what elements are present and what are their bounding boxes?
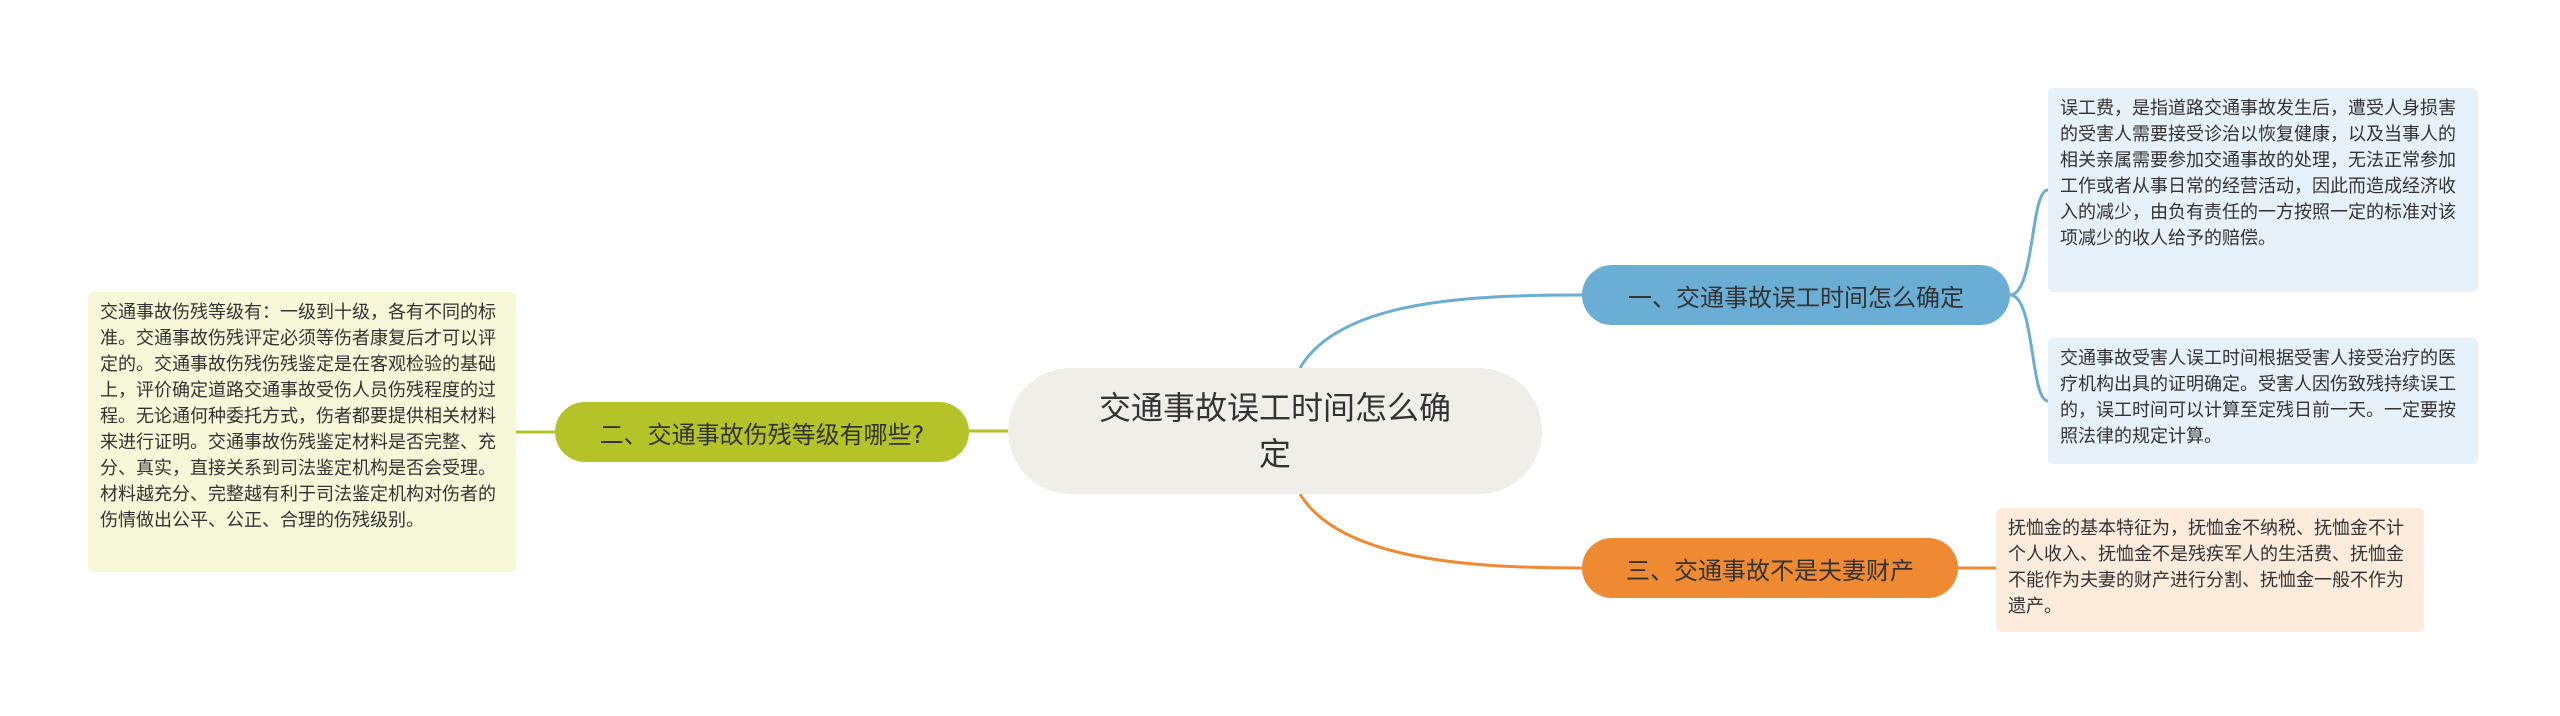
branch-topic-1-label: 一、交通事故误工时间怎么确定 <box>1628 283 1964 312</box>
link-branch1-note2 <box>2009 293 2049 403</box>
branch-topic-3-label: 三、交通事故不是夫妻财产 <box>1626 556 1914 585</box>
link-branch1-note1 <box>2009 188 2049 297</box>
branch-topic-2-label: 二、交通事故伤残等级有哪些? <box>599 420 925 449</box>
branch-topic-3[interactable]: 三、交通事故不是夫妻财产 <box>1582 538 1958 598</box>
link-root-branch1 <box>1298 293 1583 369</box>
note-text: 交通事故伤残等级有：一级到十级，各有不同的标准。交通事故伤残评定必须等伤者康复后… <box>100 302 496 531</box>
note-text: 误工费，是指道路交通事故发生后，遭受人身损害的受害人需要接受诊治以恢复健康，以及… <box>2060 98 2456 249</box>
note-pension-features[interactable]: 抚恤金的基本特征为，抚恤金不纳税、抚恤金不计个人收入、抚恤金不是残疾军人的生活费… <box>1996 508 2424 632</box>
root-topic-label: 交通事故误工时间怎么确定 <box>1098 389 1451 473</box>
note-disability-levels[interactable]: 交通事故伤残等级有：一级到十级，各有不同的标准。交通事故伤残评定必须等伤者康复后… <box>88 292 516 572</box>
note-lost-wages-definition[interactable]: 误工费，是指道路交通事故发生后，遭受人身损害的受害人需要接受诊治以恢复健康，以及… <box>2048 88 2478 292</box>
root-topic[interactable]: 交通事故误工时间怎么确定 <box>1008 368 1542 494</box>
note-text: 抚恤金的基本特征为，抚恤金不纳税、抚恤金不计个人收入、抚恤金不是残疾军人的生活费… <box>2008 518 2404 617</box>
branch-topic-1[interactable]: 一、交通事故误工时间怎么确定 <box>1582 265 2010 325</box>
note-text: 交通事故受害人误工时间根据受害人接受治疗的医疗机构出具的证明确定。受害人因伤致残… <box>2060 348 2456 447</box>
note-lost-time-determination[interactable]: 交通事故受害人误工时间根据受害人接受治疗的医疗机构出具的证明确定。受害人因伤致残… <box>2048 338 2478 464</box>
link-root-branch3 <box>1298 493 1583 570</box>
branch-topic-2[interactable]: 二、交通事故伤残等级有哪些? <box>555 402 969 462</box>
